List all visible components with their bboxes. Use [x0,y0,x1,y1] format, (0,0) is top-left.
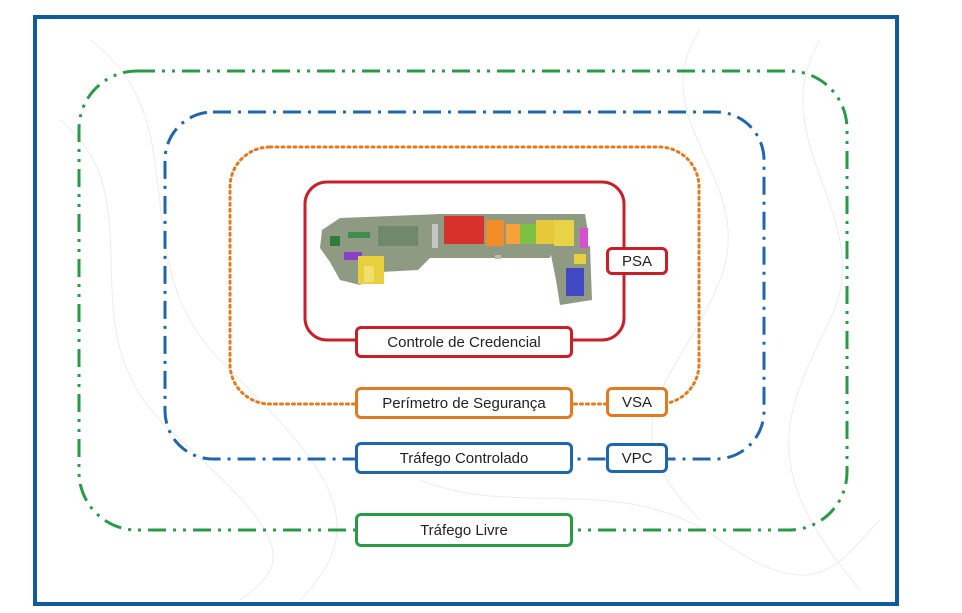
vpc-caption: Tráfego Controlado [355,442,573,474]
zone-vsa-outline [228,145,701,406]
background-contours [59,29,881,601]
vsa-caption: Perímetro de Segurança [355,387,573,419]
psa-tag: PSA [606,247,668,275]
psa-caption: Controle de Credencial [355,326,573,358]
site-aerial-map-icon [320,214,592,305]
vpc-tag: VPC [606,443,668,473]
vsa-tag: VSA [606,387,668,417]
livre-caption: Tráfego Livre [355,513,573,547]
